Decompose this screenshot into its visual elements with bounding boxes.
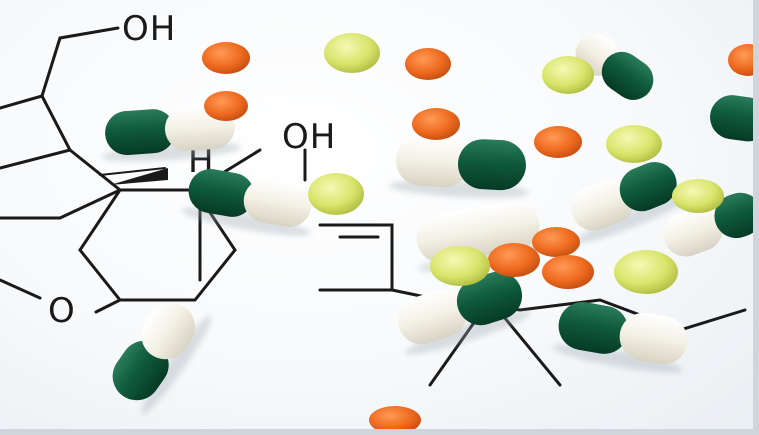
tablet bbox=[534, 126, 582, 158]
formula-label-oh-middle: OH bbox=[282, 117, 336, 157]
capsule bbox=[397, 271, 531, 355]
capsule bbox=[552, 302, 688, 373]
orange-tablets bbox=[202, 42, 759, 434]
capsule bbox=[180, 169, 312, 236]
capsule bbox=[571, 162, 692, 243]
tablet bbox=[532, 227, 580, 257]
capsule bbox=[388, 135, 529, 198]
wedge-bond bbox=[110, 168, 168, 185]
tablet bbox=[412, 108, 460, 140]
yellow-tablets bbox=[308, 33, 724, 294]
tablet bbox=[672, 179, 724, 213]
tablet bbox=[728, 44, 759, 76]
capsule bbox=[710, 95, 759, 142]
formula-label-oh-top: OH bbox=[122, 9, 176, 49]
formula-label-o-ring: O bbox=[48, 291, 76, 331]
tablet bbox=[488, 243, 540, 277]
tablet bbox=[369, 406, 421, 434]
tablet bbox=[614, 250, 678, 294]
capsule bbox=[663, 192, 759, 257]
capsule bbox=[112, 303, 212, 415]
tablet bbox=[542, 255, 594, 289]
tablet bbox=[430, 246, 490, 286]
tablet bbox=[204, 91, 248, 121]
tablet bbox=[542, 56, 594, 94]
tablet bbox=[202, 42, 250, 74]
tablet bbox=[324, 33, 380, 73]
tablet bbox=[308, 173, 364, 215]
tablet bbox=[405, 48, 451, 80]
tablet bbox=[606, 125, 662, 163]
